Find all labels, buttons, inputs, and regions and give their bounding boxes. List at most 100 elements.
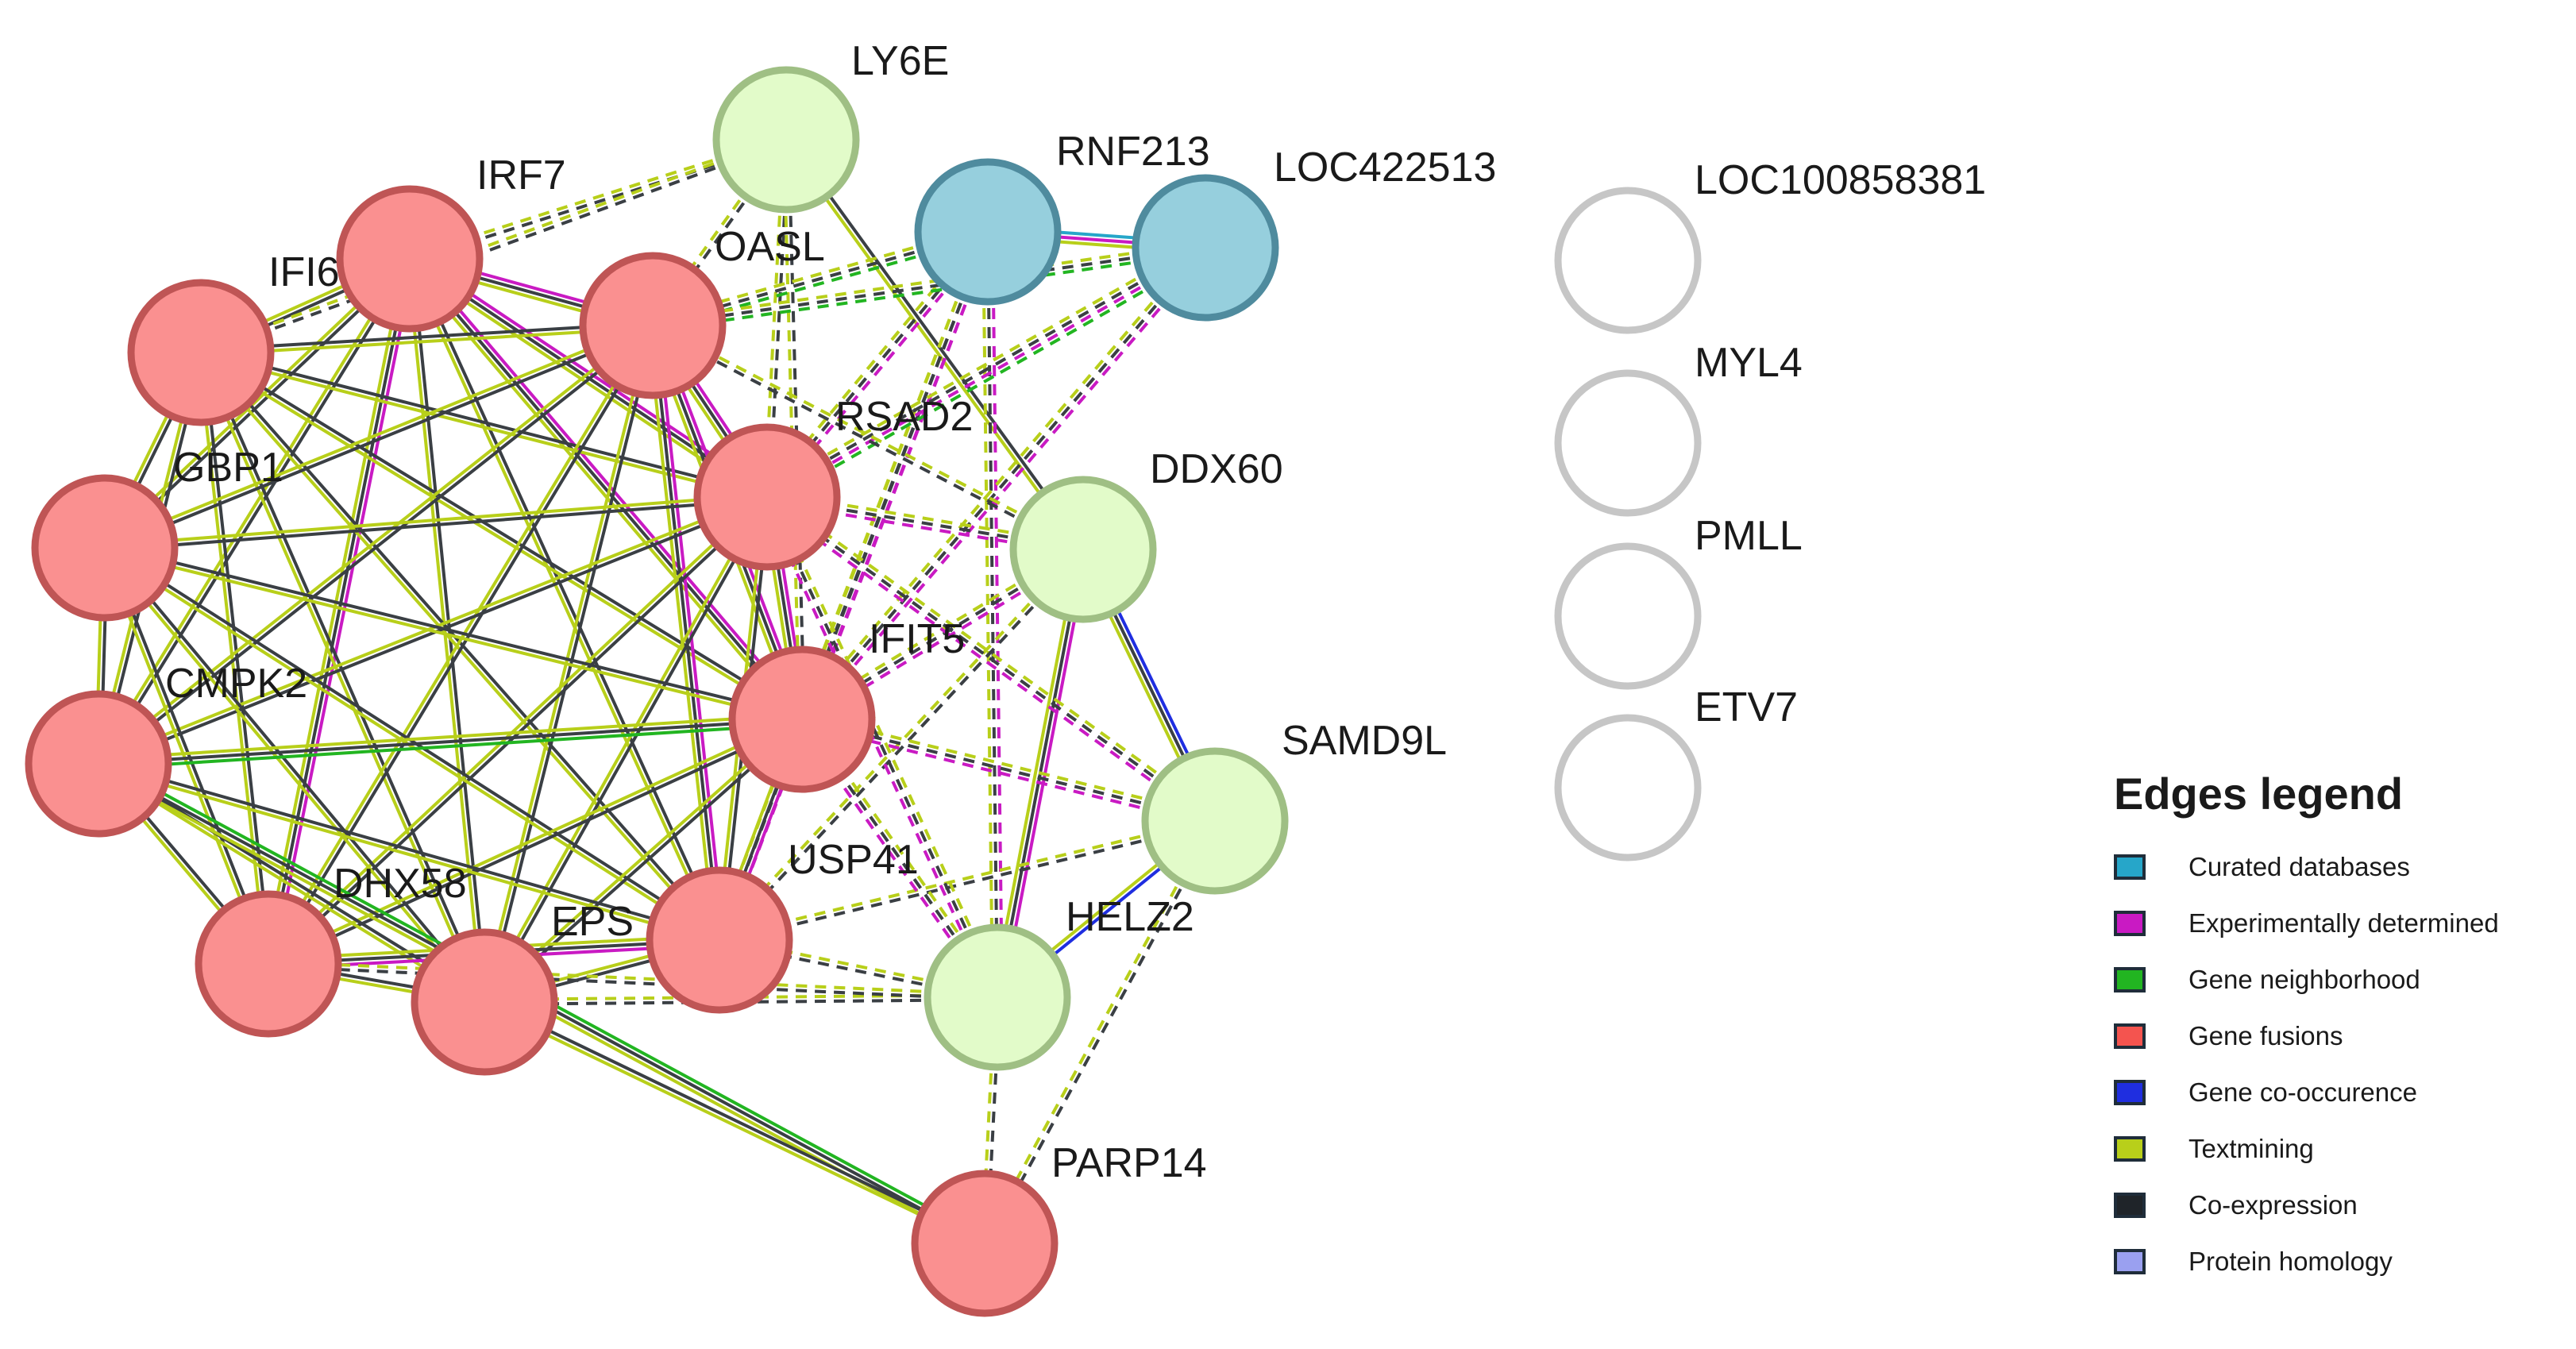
edge-line-textmining <box>103 548 802 723</box>
edge-line-textmining <box>197 353 484 1004</box>
legend-swatch-textmining <box>2114 1135 2146 1162</box>
edge-line-coexpression <box>200 322 653 353</box>
node-label-ifi6: IFI6 <box>268 249 340 295</box>
edge-ly6e-ifi6 <box>199 136 788 357</box>
edge-line-experimental <box>804 249 1211 724</box>
node-myl4[interactable] <box>1554 369 1702 517</box>
node-samd9l[interactable] <box>1141 747 1289 895</box>
edge-line-coexpression <box>105 544 804 719</box>
edge-line-experimental <box>655 325 726 940</box>
edge-line-coexpression <box>801 718 1216 823</box>
node-label-dhx58: DHX58 <box>334 861 467 907</box>
edge-loc422513-oasl <box>651 241 1207 332</box>
node-label-loc422513: LOC422513 <box>1274 145 1496 191</box>
edge-line-textmining <box>265 494 767 964</box>
node-label-eps: EPS <box>551 899 634 945</box>
node-label-irf7: IRF7 <box>476 152 566 198</box>
node-cmpk2[interactable] <box>25 690 172 838</box>
node-irf7[interactable] <box>336 185 484 333</box>
edge-line-textmining <box>981 232 995 998</box>
node-etv7[interactable] <box>1554 714 1702 861</box>
node-ly6e[interactable] <box>712 66 860 214</box>
node-loc100858381[interactable] <box>1554 187 1702 334</box>
node-label-ly6e: LY6E <box>851 38 949 84</box>
edge-line-coexpression <box>105 497 768 552</box>
node-ddx60[interactable] <box>1009 476 1157 623</box>
edge-ifi6-eps <box>197 351 488 1004</box>
node-helz2[interactable] <box>924 923 1071 1071</box>
edge-line-coexpression <box>985 821 1219 1246</box>
node-label-parp14: PARP14 <box>1051 1140 1207 1186</box>
edge-irf7-usp41 <box>406 256 723 942</box>
edge-line-textmining <box>96 764 484 1006</box>
edge-line-coexpression <box>408 257 804 721</box>
legend-swatch-gene-co-occurence <box>2114 1079 2146 1105</box>
edge-line-neighborhood <box>98 722 803 770</box>
node-oasl[interactable] <box>579 252 727 399</box>
node-loc422513[interactable] <box>1132 174 1279 322</box>
node-usp41[interactable] <box>646 866 793 1014</box>
legend-swatch-gene-fusions <box>2114 1023 2146 1049</box>
node-label-samd9l: SAMD9L <box>1282 718 1447 764</box>
node-parp14[interactable] <box>911 1170 1059 1317</box>
edge-line-coexpression <box>201 351 488 1002</box>
edge-line-experimental <box>800 722 1215 827</box>
edge-ifi6-usp41 <box>198 349 723 943</box>
edge-line-textmining <box>991 548 1081 997</box>
edge-helz2-dhx58 <box>268 960 998 1001</box>
node-rnf213[interactable] <box>914 158 1062 306</box>
node-label-myl4: MYL4 <box>1695 340 1803 386</box>
edge-line-coexpression <box>765 244 1205 497</box>
edge-line-textmining <box>199 353 802 723</box>
edge-line-coexpression <box>484 497 771 1004</box>
edge-samd9l-ifit5 <box>800 713 1217 827</box>
edge-eps-parp14 <box>482 998 987 1247</box>
edge-line-textmining <box>769 494 1004 996</box>
node-eps[interactable] <box>411 928 558 1076</box>
edge-line-coexpression <box>105 545 488 1002</box>
edge-line-coexpression <box>719 821 1217 944</box>
node-dhx58[interactable] <box>195 890 342 1038</box>
edge-line-textmining <box>104 493 767 548</box>
edge-ly6e-ddx60 <box>782 137 1087 552</box>
node-label-loc100858381: LOC100858381 <box>1695 157 1986 203</box>
edge-ifi6-oasl <box>200 322 654 357</box>
edge-line-textmining <box>802 713 1217 819</box>
edge-line-textmining <box>480 495 767 1002</box>
legend-item-gene-co-occurence: Gene co-occurence <box>2114 1064 2574 1120</box>
edge-samd9l-parp14 <box>981 819 1219 1246</box>
edge-oasl-gbp1 <box>103 322 654 552</box>
edge-oasl-dhx58 <box>264 323 657 966</box>
edge-line-coexpression <box>652 246 1206 327</box>
edge-line-textmining <box>97 764 719 944</box>
edge-line-textmining <box>95 322 653 764</box>
edge-line-coexpression <box>201 140 788 357</box>
node-gbp1[interactable] <box>31 474 179 622</box>
edge-samd9l-usp41 <box>718 817 1217 944</box>
edge-line-textmining <box>796 243 1203 718</box>
legend-swatch-experimentally-determined <box>2114 910 2146 936</box>
edge-line-experimental <box>722 233 994 942</box>
legend-item-co-expression: Co-expression <box>2114 1177 2574 1233</box>
edge-line-coexpression <box>765 496 999 998</box>
edge-line-textmining <box>713 229 985 939</box>
node-rsad2[interactable] <box>693 423 841 571</box>
node-label-pmll: PMLL <box>1695 513 1803 559</box>
edge-loc422513-ifit5 <box>796 243 1211 724</box>
node-ifi6[interactable] <box>127 279 275 426</box>
node-pmll[interactable] <box>1554 542 1702 690</box>
edge-ifi6-ifit5 <box>199 349 804 723</box>
legend-label: Gene co-occurence <box>2188 1077 2417 1107</box>
node-label-cmpk2: CMPK2 <box>165 661 307 707</box>
edge-line-coexpression <box>98 760 721 940</box>
node-ifit5[interactable] <box>728 646 876 793</box>
edge-line-textmining <box>98 713 802 761</box>
network-nodes <box>25 66 1702 1317</box>
edge-line-coexpression <box>105 546 272 964</box>
edge-line-textmining <box>264 323 653 964</box>
edge-line-textmining <box>718 817 1215 940</box>
legend-label: Textmining <box>2188 1133 2314 1163</box>
edge-line-coexpression <box>786 137 1087 549</box>
node-label-rnf213: RNF213 <box>1056 129 1210 175</box>
